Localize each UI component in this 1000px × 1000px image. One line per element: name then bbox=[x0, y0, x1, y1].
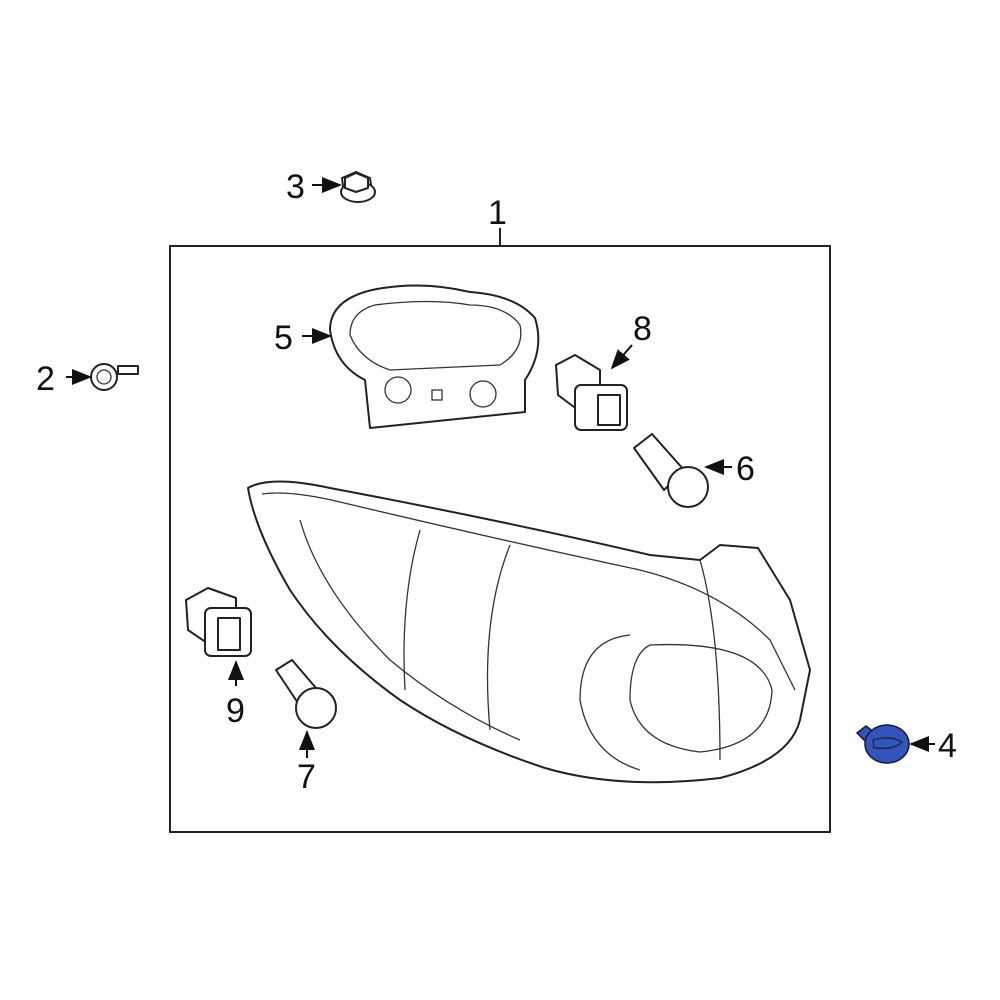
part-8-socket[interactable] bbox=[555, 354, 628, 431]
part-7-bulb[interactable] bbox=[275, 659, 337, 729]
part-3-nut[interactable] bbox=[340, 171, 376, 203]
part-1-lamp-housing[interactable] bbox=[247, 480, 811, 784]
part-9-socket[interactable] bbox=[185, 587, 252, 657]
part-5-gasket[interactable] bbox=[329, 284, 540, 429]
callout-6: 6 bbox=[736, 450, 755, 488]
part-6-bulb[interactable] bbox=[633, 433, 709, 508]
callout-8: 8 bbox=[633, 310, 652, 348]
part-2-screw[interactable] bbox=[90, 363, 139, 391]
callout-4: 4 bbox=[938, 727, 957, 765]
callout-9: 9 bbox=[226, 692, 245, 730]
callout-7: 7 bbox=[297, 758, 316, 796]
callout-5: 5 bbox=[274, 319, 293, 357]
callout-3: 3 bbox=[286, 168, 305, 206]
callout-2: 2 bbox=[36, 360, 55, 398]
callout-1: 1 bbox=[488, 194, 507, 232]
arrow-8 bbox=[610, 344, 633, 370]
part-4-grommet[interactable] bbox=[855, 724, 910, 764]
